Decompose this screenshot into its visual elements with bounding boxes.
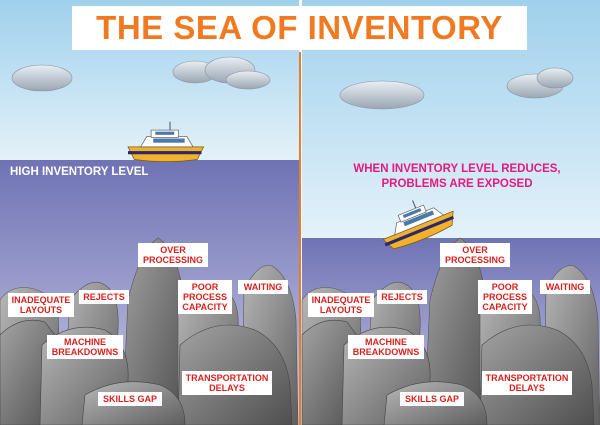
title-banner: THE SEA OF INVENTORY (72, 6, 527, 50)
tag-over-processing: OVER PROCESSING (138, 243, 208, 267)
tag-rejects: REJECTS (79, 290, 129, 304)
tag-inadequate-layouts: INADEQUATE LAYOUTS (8, 293, 74, 317)
tag-machine-breakdowns: MACHINE BREAKDOWNS (47, 335, 123, 359)
tag-over-processing-exposed: OVER PROCESSING (440, 243, 510, 267)
page-title: THE SEA OF INVENTORY (96, 9, 503, 46)
tag-transportation-delays-exposed: TRANSPORTATION DELAYS (482, 371, 572, 395)
high-inventory-label: HIGH INVENTORY LEVEL (10, 166, 149, 178)
tag-poor-process-capacity: POOR PROCESS CAPACITY (178, 280, 232, 314)
tag-transportation-delays: TRANSPORTATION DELAYS (182, 371, 272, 395)
tag-skills-gap-exposed: SKILLS GAP (400, 392, 464, 406)
tag-inadequate-layouts-exposed: INADEQUATE LAYOUTS (308, 293, 374, 317)
tag-waiting: WAITING (238, 280, 288, 294)
tag-skills-gap: SKILLS GAP (98, 392, 162, 406)
tag-waiting-exposed: WAITING (540, 280, 590, 294)
tag-machine-breakdowns-exposed: MACHINE BREAKDOWNS (348, 335, 424, 359)
tag-rejects-exposed: REJECTS (377, 290, 427, 304)
tag-poor-process-capacity-exposed: POOR PROCESS CAPACITY (478, 280, 532, 314)
problems-exposed-caption: WHEN INVENTORY LEVEL REDUCES, PROBLEMS A… (353, 163, 561, 190)
